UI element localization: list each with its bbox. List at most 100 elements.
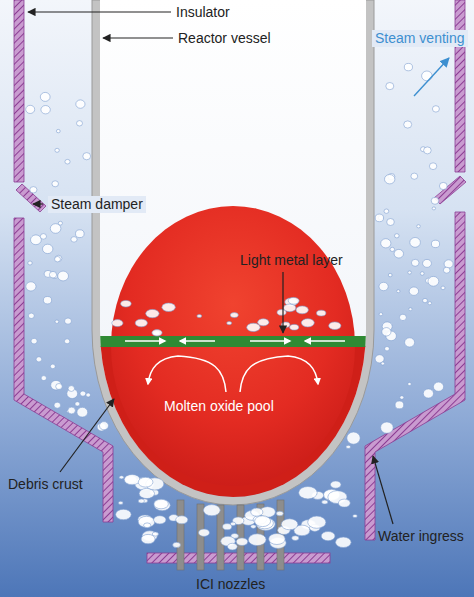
steam-bubble — [336, 537, 352, 547]
steam-bubble — [439, 182, 447, 189]
steam-bubble — [41, 376, 46, 381]
steam-bubble — [119, 476, 124, 479]
steam-bubble — [423, 389, 433, 398]
steam-bubble — [228, 543, 238, 550]
steam-bubble — [292, 536, 299, 541]
steam-bubble — [423, 298, 428, 302]
steam-bubble — [385, 347, 390, 351]
reactor-vessel-wall — [92, 0, 374, 505]
steam-bubble — [124, 474, 140, 484]
steam-bubble — [30, 187, 37, 193]
part-label: Debris crust — [8, 476, 83, 493]
steam-bubble — [77, 407, 88, 417]
steam-bubble — [338, 499, 350, 507]
steam-bubble — [428, 302, 432, 305]
steam-bubble — [144, 523, 151, 528]
steam-bubble — [26, 105, 35, 113]
steam-bubble — [431, 240, 439, 247]
steam-bubble — [162, 303, 175, 311]
steam-bubble — [55, 148, 59, 152]
vessel-interior — [100, 0, 366, 497]
steam-bubble — [58, 271, 69, 281]
steam-bubble — [75, 402, 80, 406]
steam-bubble — [50, 224, 61, 234]
steam-bubble — [379, 313, 383, 316]
steam-bubble — [230, 313, 238, 318]
steam-bubble — [152, 330, 162, 336]
steam-bubble — [432, 106, 439, 112]
steam-bubble — [55, 255, 62, 261]
steam-bubbles — [26, 63, 453, 549]
steam-bubble — [54, 402, 61, 408]
steam-bubble — [40, 234, 46, 240]
steam-bubble — [308, 516, 326, 528]
steam-bubble — [230, 522, 235, 526]
steam-bubble — [258, 319, 269, 326]
steam-bubble — [422, 71, 433, 81]
steam-bubble — [68, 407, 76, 414]
steam-bubble — [276, 511, 283, 516]
steam-bubble — [118, 501, 123, 504]
steam-bubble — [423, 259, 432, 267]
steam-bubble — [31, 235, 42, 245]
steam-bubble — [173, 542, 181, 547]
steam-bubble — [76, 100, 85, 108]
part-label: Water ingress — [378, 528, 464, 545]
steam-bubble — [83, 153, 91, 160]
steam-bubble — [68, 386, 74, 392]
steam-bubble — [28, 261, 32, 265]
steam-bubble — [395, 234, 400, 238]
steam-bubble — [56, 384, 63, 390]
steam-bubble — [255, 516, 271, 527]
steam-bubble — [56, 129, 60, 132]
steam-bubble — [322, 500, 328, 504]
steam-bubble — [76, 230, 85, 238]
steam-bubble — [408, 382, 412, 385]
steam-bubble — [381, 362, 385, 365]
steam-bubble — [390, 247, 395, 251]
steam-bubble — [236, 538, 248, 546]
steam-bubble — [86, 393, 91, 397]
steam-bubble — [227, 322, 232, 325]
steam-bubble — [116, 509, 132, 519]
steam-venting-arrow — [414, 58, 449, 96]
steam-bubble — [443, 267, 450, 273]
steam-bubble — [154, 499, 169, 509]
steam-bubble — [64, 339, 69, 344]
steam-bubble — [411, 173, 418, 179]
steam-bubble — [100, 422, 109, 430]
steam-bubble — [420, 272, 424, 276]
steam-bubble — [296, 306, 308, 314]
steam-bubble — [405, 338, 415, 347]
steam-bubble — [431, 197, 439, 204]
steam-bubble — [269, 534, 286, 545]
steam-bubble — [384, 209, 389, 213]
ici-nozzle-rods — [177, 500, 284, 570]
steam-bubble — [330, 481, 341, 488]
steam-bubble — [41, 106, 50, 114]
flow-arrows — [125, 341, 345, 392]
steam-bubble — [284, 304, 296, 312]
steam-bubble — [197, 315, 202, 318]
flow-label: Steam venting — [372, 30, 468, 47]
steam-bubble — [381, 422, 394, 433]
steam-bubble — [417, 225, 421, 228]
steam-bubble — [288, 297, 299, 304]
part-label: ICI nozzles — [196, 576, 265, 593]
steam-bubble — [77, 121, 83, 126]
steam-bubble — [154, 500, 170, 511]
steam-bubble — [410, 238, 421, 248]
steam-bubble — [28, 313, 34, 318]
steam-bubble — [399, 314, 406, 320]
steam-bubble — [424, 147, 432, 154]
steam-bubble — [138, 516, 155, 527]
steam-bubble — [375, 214, 383, 222]
steam-bubble — [55, 320, 59, 323]
steam-bubble — [433, 382, 443, 391]
part-label: Reactor vessel — [178, 30, 271, 47]
steam-bubble — [154, 516, 166, 524]
steam-bubble — [203, 505, 220, 516]
steam-bubble — [52, 181, 59, 187]
steam-bubble — [55, 257, 61, 262]
steam-bubble — [51, 380, 62, 390]
